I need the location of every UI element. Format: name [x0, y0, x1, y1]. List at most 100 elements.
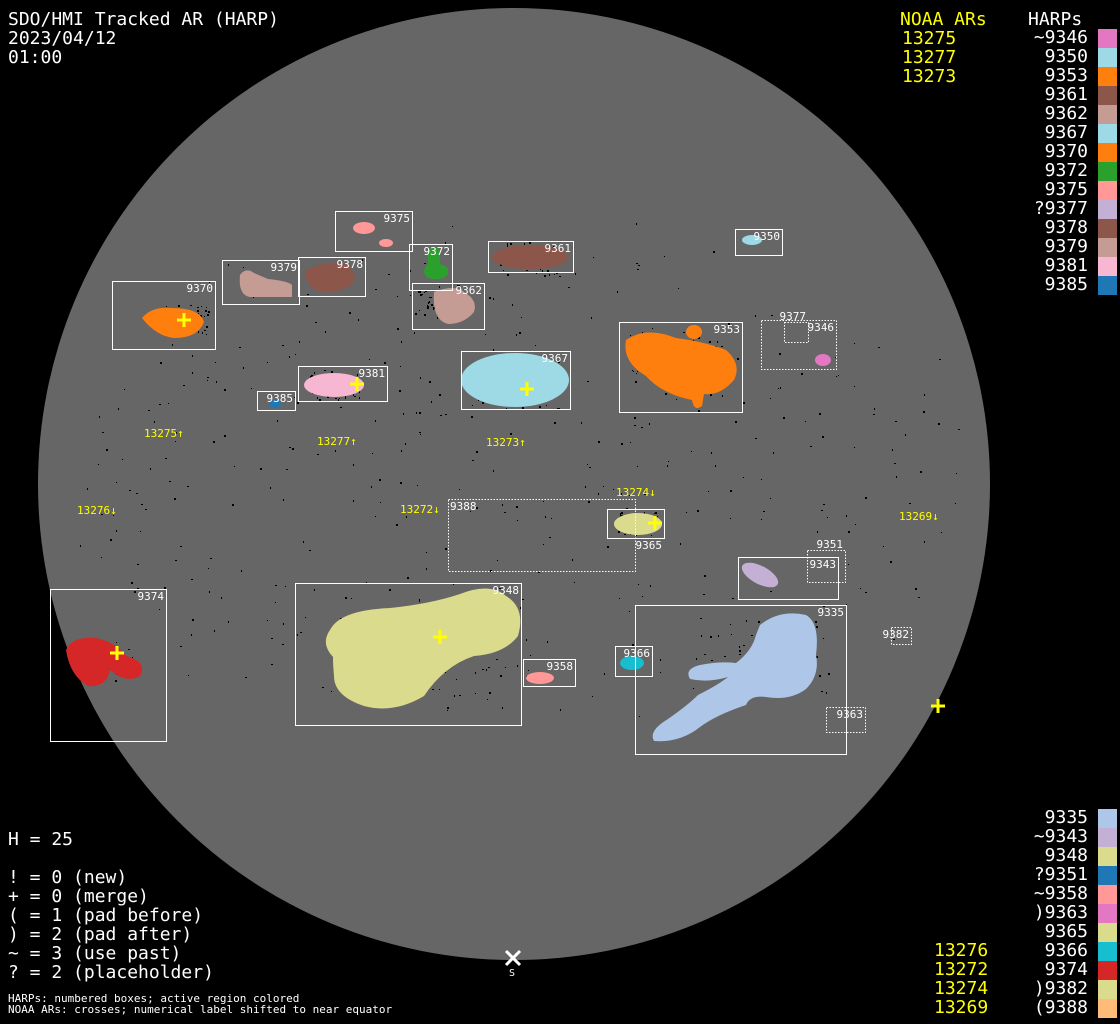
noaa-top-0: 13275	[902, 28, 957, 49]
stat-pad-before: ( = 1 (pad before)	[8, 905, 204, 926]
harp-legend-row: 9378	[890, 218, 1120, 238]
region-9365	[614, 513, 662, 535]
harp-legend-row: ~9343	[890, 826, 1120, 847]
footnote-harps: HARPs: numbered boxes; active region col…	[8, 992, 300, 1005]
harp-legend-label: 9361	[1044, 84, 1088, 105]
noaa-disk-label: 13275↑	[144, 427, 184, 440]
harp-box-label: 9379	[271, 261, 298, 274]
harp-color-swatch	[1098, 828, 1117, 847]
harp-box-9367	[461, 351, 571, 410]
noaa-bottom-0: 13276	[934, 940, 989, 961]
harp-legend-label: 9374	[1044, 959, 1088, 980]
harp-box-9351	[807, 550, 846, 583]
harp-color-swatch	[1098, 105, 1117, 124]
harp-color-swatch	[1098, 999, 1117, 1018]
harp-box-label: 9374	[138, 590, 165, 603]
noaa-bottom-1: 13272	[934, 959, 989, 980]
harp-color-swatch	[1098, 980, 1117, 999]
harp-legend-label: 9350	[1044, 46, 1088, 67]
harp-box-9377	[784, 322, 809, 343]
harp-box-9372	[409, 244, 453, 291]
harp-legend-row: )9363	[890, 903, 1120, 923]
harp-color-swatch	[1098, 48, 1117, 67]
harp-box-9358	[523, 659, 576, 687]
region-9358	[526, 672, 554, 684]
harp-legend-row: ~9346	[890, 27, 1120, 48]
harp-box-label: 9378	[337, 258, 364, 271]
harp-box-label: 9362	[456, 284, 483, 297]
harp-legend-label: 9362	[1044, 103, 1088, 124]
harp-box-label: 9370	[187, 282, 214, 295]
noaa-disk-label: 13277↑	[317, 435, 357, 448]
region-9335	[652, 613, 817, 742]
harp-box-label: 9367	[542, 352, 569, 365]
harp-color-swatch	[1098, 961, 1117, 980]
region-9362	[433, 288, 475, 324]
harp-legend-label: 9367	[1044, 122, 1088, 143]
noaa-crosses	[110, 313, 945, 713]
noaa-disk-label: 13269↓	[899, 510, 939, 523]
region-9370	[142, 307, 204, 338]
harp-color-swatch	[1098, 200, 1117, 219]
harp-box-label: 9363	[837, 708, 864, 721]
region-9374	[66, 637, 143, 687]
harp-box-9363	[826, 707, 866, 733]
region-9378	[305, 262, 355, 293]
harp-box-label: 9348	[493, 584, 520, 597]
harp-box-label: 9385	[267, 392, 294, 405]
harp-legend-label: 9381	[1044, 255, 1088, 276]
harp-box-label: 9351	[817, 538, 844, 551]
harp-legend-label: ~9343	[1033, 826, 1088, 847]
harp-box-9375	[335, 211, 413, 252]
harp-box-9365	[607, 509, 665, 539]
harp-legend-label: 9348	[1044, 845, 1088, 866]
harp-legend-row: 9366	[890, 941, 1120, 961]
harp-box-9335	[635, 605, 847, 755]
harp-color-swatch	[1098, 67, 1117, 86]
region-9350	[742, 235, 762, 245]
harp-box-label: 9381	[359, 367, 386, 380]
harp-legend-row: )9382	[890, 979, 1120, 999]
region-9343	[741, 562, 779, 588]
harps-header: HARPs	[1028, 9, 1083, 30]
harp-legend-label: 9372	[1044, 160, 1088, 181]
harp-legend-row: 9335	[890, 808, 1120, 828]
harp-box-9366	[615, 646, 653, 677]
harp-legend-row: ?9377	[890, 199, 1120, 219]
harp-box-9361	[488, 241, 574, 273]
harp-box-9385	[257, 391, 296, 411]
stat-merge: + = 0 (merge)	[8, 886, 149, 907]
harp-box-9362	[412, 283, 485, 330]
harp-box-label: 9388	[450, 500, 477, 513]
south-label: S	[509, 968, 515, 979]
harp-color-swatch	[1098, 219, 1117, 238]
harp-box-label: 9361	[545, 242, 572, 255]
noaa-header: NOAA ARs	[900, 9, 987, 30]
harp-legend-label: ~9346	[1033, 27, 1088, 48]
noaa-cross-icon	[350, 377, 364, 391]
noaa-disk-label: 13272↓	[400, 503, 440, 516]
harp-color-swatch	[1098, 923, 1117, 942]
solar-disk	[38, 8, 990, 960]
harp-legend-row: 9367	[890, 122, 1120, 143]
harp-box-label: 9382	[883, 628, 910, 641]
harp-color-swatch	[1098, 942, 1117, 961]
south-marker-icon	[504, 949, 522, 967]
harp-color-swatch	[1098, 86, 1117, 105]
region-9366	[620, 656, 644, 670]
noaa-cross-icon	[177, 313, 191, 327]
stat-use-past: ~ = 3 (use past)	[8, 943, 182, 964]
footnote-noaa: NOAA ARs: crosses; numerical label shift…	[8, 1003, 393, 1016]
harp-legend-label: 9379	[1044, 236, 1088, 257]
region-9348	[325, 588, 521, 709]
harp-box-label: 9353	[714, 323, 741, 336]
noaa-disk-label: 13274↓	[616, 486, 656, 499]
harp-legend-row: 9353	[890, 66, 1120, 86]
harp-color-swatch	[1098, 276, 1117, 295]
harp-legend-row: ?9351	[890, 864, 1120, 885]
harp-color-swatch	[1098, 847, 1117, 866]
noaa-disk-label: 13276↓	[77, 504, 117, 517]
region-9367	[461, 353, 569, 407]
harp-box-9388	[448, 499, 636, 572]
harp-legend-label: ?9351	[1033, 864, 1088, 885]
